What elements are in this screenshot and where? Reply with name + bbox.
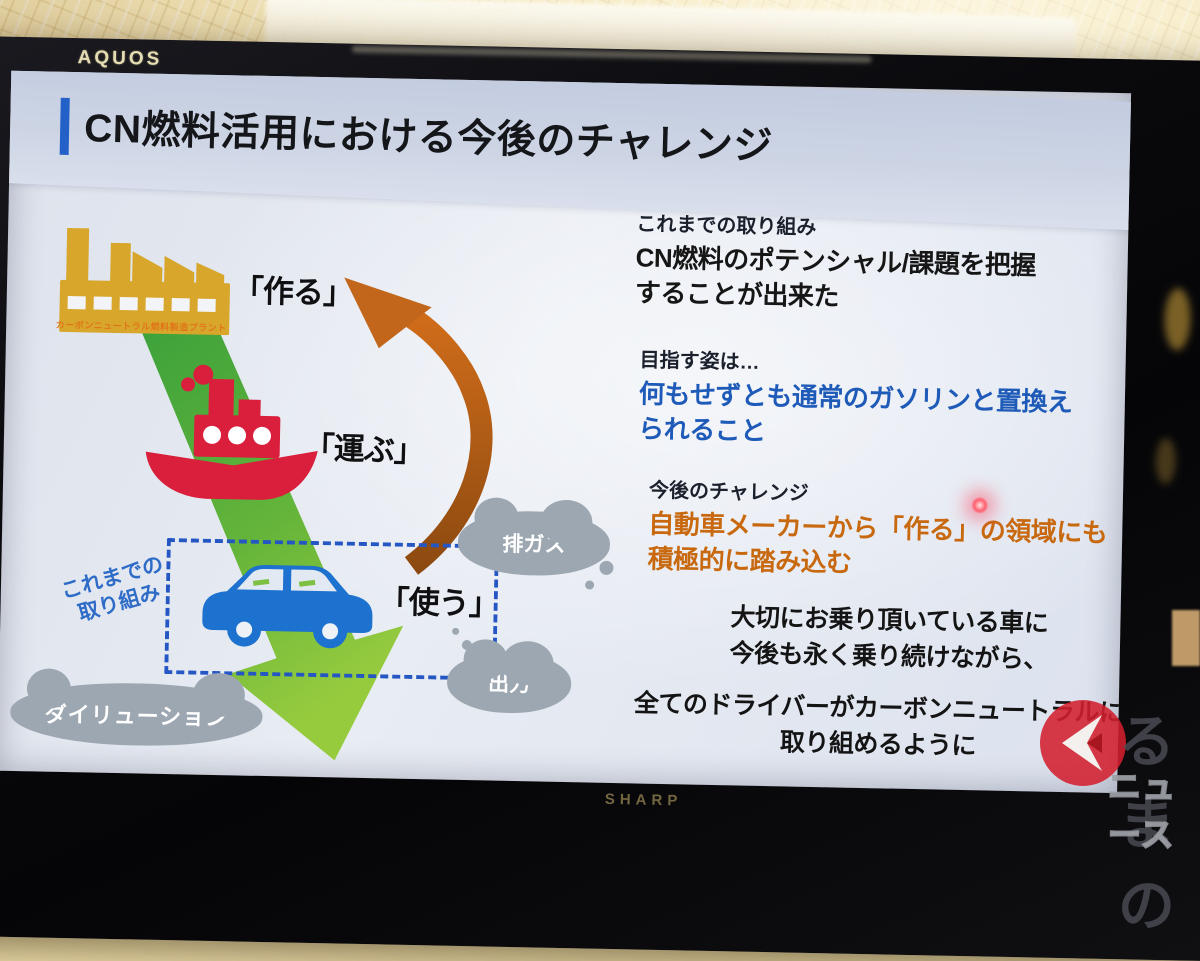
ship-icon — [145, 364, 318, 500]
tv-screen: CN燃料活用における今後のチャレンジ — [0, 70, 1132, 794]
exhaust-cloud-label: 排ガス — [502, 532, 566, 558]
section-target: 目指す姿は… 何もせずとも通常のガソリンと置換え られること — [638, 343, 1131, 456]
section-body: CN燃料のポテンシャル/課題を把握 することが出来た — [634, 242, 1037, 312]
section-future-challenge: 今後のチャレンジ 自動車メーカーから「作る」の領域にも 積極的に踏み込む — [647, 474, 1131, 587]
bezel-reflection — [1155, 437, 1177, 485]
carry-step-label: 「運ぶ」 — [303, 430, 425, 469]
tv-bottom-brand-label: SHARP — [604, 790, 683, 810]
orange-cycle-arrow — [344, 277, 493, 575]
bezel-reflection — [1163, 287, 1192, 351]
factory-icon — [59, 227, 231, 336]
watermark-logo-circle — [1040, 700, 1126, 786]
section-body: 何もせずとも通常のガソリンと置換え られること — [637, 378, 1073, 446]
smoke-bubble — [585, 580, 595, 590]
section-heading: 今後のチャレンジ — [648, 479, 810, 505]
dilution-cloud-label: ダイリューション — [44, 701, 229, 731]
section-heading: 目指す姿は… — [639, 349, 760, 374]
make-step-label: 「作る」 — [232, 273, 354, 311]
tv-frame: AQUOS CN燃料活用における今後のチャレンジ — [0, 36, 1200, 961]
section-past-efforts: これまでの取り組み CN燃料のポテンシャル/課題を把握 することが出来た — [635, 207, 1131, 320]
output-cloud-label: 出力 — [487, 672, 531, 697]
title-accent-bar — [59, 97, 70, 155]
use-step-label: 「使う」 — [378, 584, 500, 622]
section-body: 自動車メーカーから「作る」の領域にも 積極的に踏み込む — [647, 508, 1108, 578]
smoke-bubble — [452, 627, 460, 635]
smoke-bubble — [599, 560, 614, 575]
tv-brand-label: AQUOS — [77, 47, 163, 70]
car-icon — [202, 564, 373, 649]
site-watermark: るまの ニュース — [1036, 694, 1200, 938]
closing-text-1: 大切にお乗り頂いている車に 今後も永く乗り続けながら、 — [729, 603, 1049, 674]
wall-patch — [1172, 610, 1200, 666]
watermark-text-sub: ニュース — [1107, 767, 1176, 854]
